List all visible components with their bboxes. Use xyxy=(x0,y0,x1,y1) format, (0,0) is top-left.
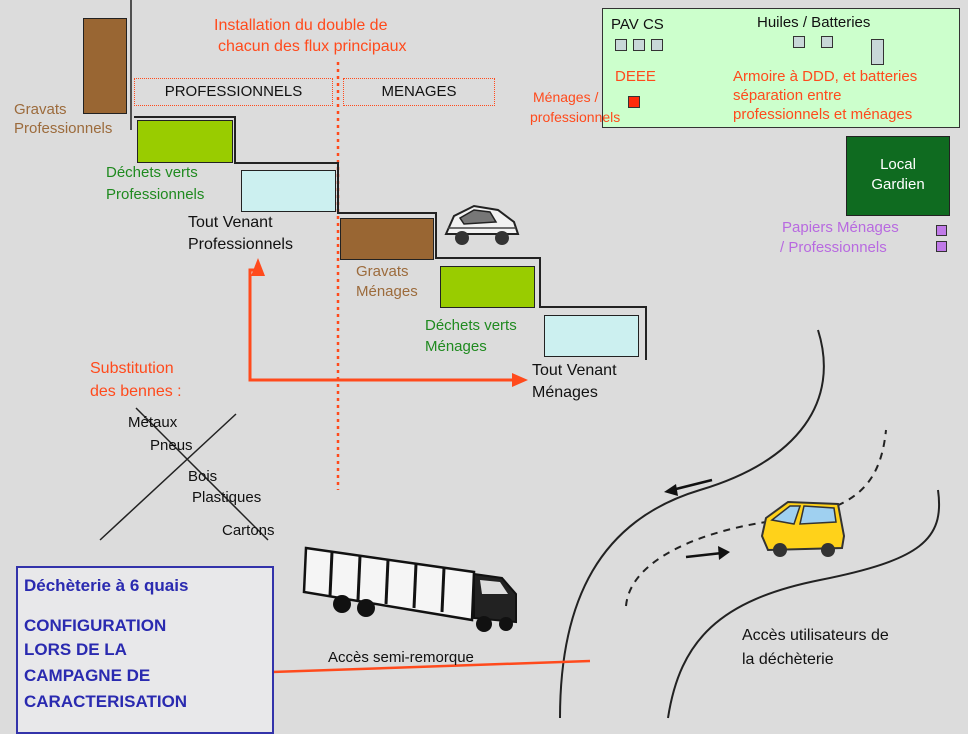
label-tv-pro-1: Tout Venant xyxy=(188,214,273,231)
armoire-ddd xyxy=(871,39,884,65)
pav-container-2 xyxy=(633,39,645,51)
label-gravats-pro-2: Professionnels xyxy=(14,120,113,137)
substitution-item-cartons: Cartons xyxy=(222,522,275,539)
config-title: Déchèterie à 6 quais xyxy=(24,576,189,595)
local-line-1: Local xyxy=(880,156,916,173)
substitution-label-2: des bennes : xyxy=(90,383,182,400)
bin-dechets-verts-menages xyxy=(440,266,535,308)
armoire-line-2: séparation entre xyxy=(733,87,842,104)
collection-points-panel: PAV CS Huiles / Batteries DEEE Armoire à… xyxy=(602,8,960,128)
title-line-2: chacun des flux principaux xyxy=(218,38,407,55)
label-gravats-men-2: Ménages xyxy=(356,283,418,300)
huiles-batteries-label: Huiles / Batteries xyxy=(757,14,871,31)
pav-container-3 xyxy=(651,39,663,51)
huiles-container-2 xyxy=(821,36,833,48)
section-menages: MENAGES xyxy=(343,78,495,106)
huiles-container-1 xyxy=(793,36,805,48)
label-dv-pro-1: Déchets verts xyxy=(106,164,198,181)
configuration-box: Déchèterie à 6 quais CONFIGURATION LORS … xyxy=(16,566,274,734)
label-dv-men-2: Ménages xyxy=(425,338,487,355)
deee-menages-1: Ménages / xyxy=(533,89,599,105)
config-line-1: CONFIGURATION xyxy=(24,616,167,635)
papiers-container-1 xyxy=(936,225,947,236)
armoire-line-1: Armoire à DDD, et batteries xyxy=(733,68,918,85)
papiers-line-2: / Professionnels xyxy=(780,239,887,256)
deee-container xyxy=(628,96,640,108)
substitution-item-bois: Bois xyxy=(188,468,218,485)
bin-tout-venant-menages xyxy=(544,315,639,357)
acces-utilisateurs-1: Accès utilisateurs de xyxy=(742,627,889,644)
bin-tout-venant-professionnels xyxy=(241,170,336,212)
car-icon xyxy=(444,204,520,245)
armoire-line-3: professionnels et ménages xyxy=(733,106,913,123)
label-tv-men-2: Ménages xyxy=(532,384,598,401)
config-line-2: LORS DE LA xyxy=(24,640,127,659)
config-line-4: CARACTERISATION xyxy=(24,692,188,711)
deee-label: DEEE xyxy=(615,68,656,85)
substitution-item-plastiques: Plastiques xyxy=(192,489,262,506)
config-line-3: CAMPAGNE DE xyxy=(24,666,151,685)
bin-gravats-professionnels xyxy=(83,18,127,114)
truck-icon xyxy=(302,546,517,632)
label-dv-men-1: Déchets verts xyxy=(425,317,517,334)
title-line-1: Installation du double de xyxy=(214,17,388,34)
acces-utilisateurs-2: la déchèterie xyxy=(742,651,834,668)
section-professionnels: PROFESSIONNELS xyxy=(134,78,333,106)
substitution-item-metaux: Métaux xyxy=(128,414,178,431)
label-tv-pro-2: Professionnels xyxy=(188,236,293,253)
acces-semi-remorque: Accès semi-remorque xyxy=(328,649,474,666)
pav-cs-label: PAV CS xyxy=(611,16,664,33)
van-icon xyxy=(760,500,846,557)
bin-dechets-verts-professionnels xyxy=(137,120,233,163)
papiers-container-2 xyxy=(936,241,947,252)
bin-gravats-menages xyxy=(340,218,434,260)
substitution-item-pneus: Pneus xyxy=(150,437,193,454)
label-gravats-pro-1: Gravats xyxy=(14,101,67,118)
substitution-label-1: Substitution xyxy=(90,360,174,377)
pav-container-1 xyxy=(615,39,627,51)
deee-menages-2: professionnels xyxy=(530,109,621,125)
label-gravats-men-1: Gravats xyxy=(356,263,409,280)
label-dv-pro-2: Professionnels xyxy=(106,186,205,203)
papiers-line-1: Papiers Ménages xyxy=(782,219,899,236)
label-tv-men-1: Tout Venant xyxy=(532,362,617,379)
local-gardien: Local Gardien xyxy=(846,136,950,216)
local-line-2: Gardien xyxy=(871,176,925,193)
